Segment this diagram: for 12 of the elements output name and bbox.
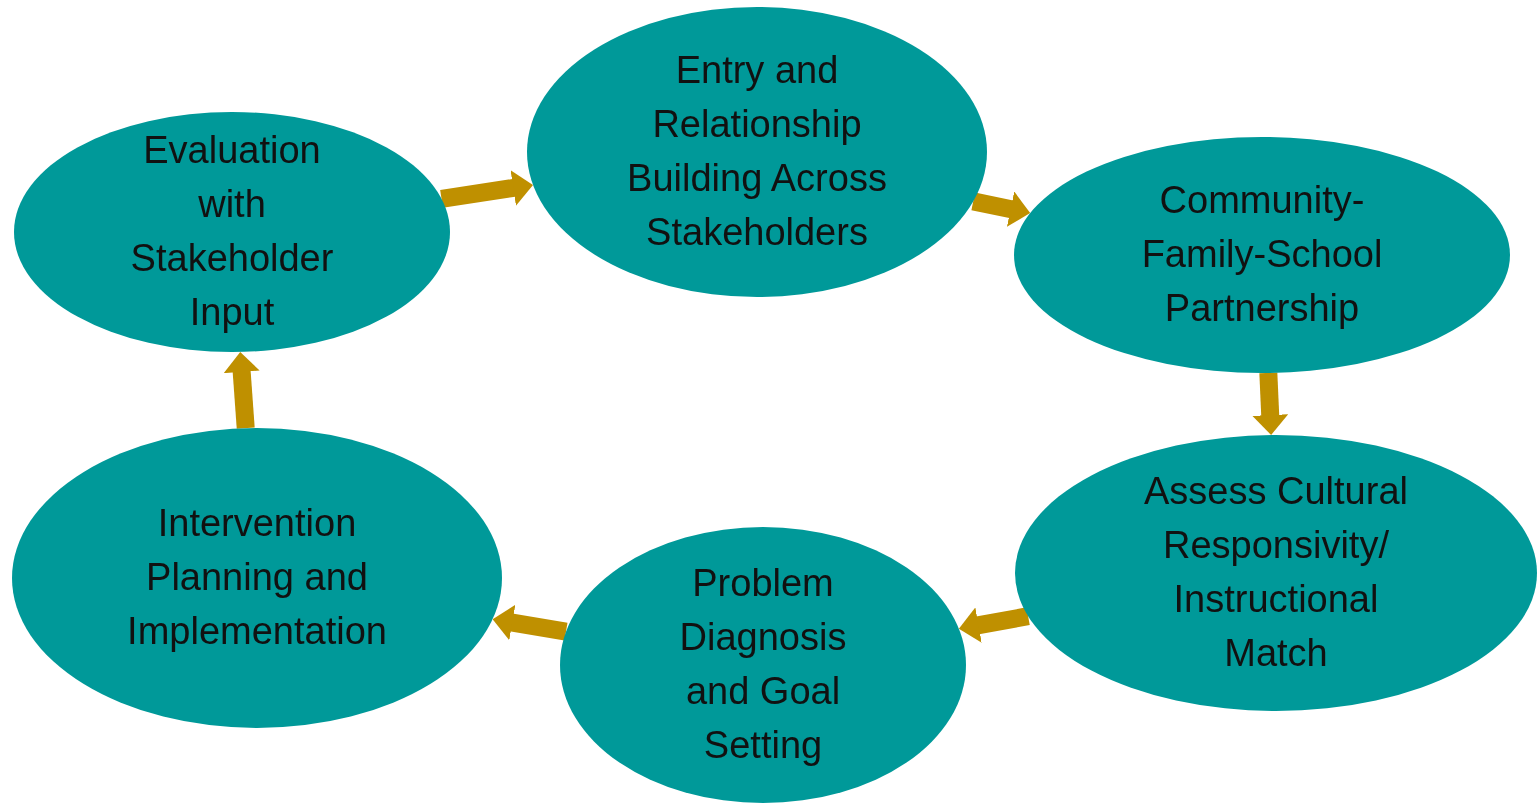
stage-label: Evaluation with Stakeholder Input <box>129 128 335 335</box>
stage-label: Intervention Planning and Implementation <box>126 501 388 654</box>
stage-label: Assess Cultural Responsivity/ Instructional Match <box>1143 469 1409 676</box>
block-arrow <box>440 170 533 208</box>
block-arrow <box>223 351 260 429</box>
stage-label: Problem Diagnosis and Goal Setting <box>678 561 848 768</box>
stage-label: Entry and Relationship Building Across Stakeholders <box>626 48 888 255</box>
block-arrow <box>971 191 1031 227</box>
block-arrow <box>492 604 568 641</box>
stage-label: Community-Family-School Partnership <box>1140 178 1384 331</box>
block-arrow <box>958 607 1030 643</box>
block-arrow <box>1252 372 1289 435</box>
